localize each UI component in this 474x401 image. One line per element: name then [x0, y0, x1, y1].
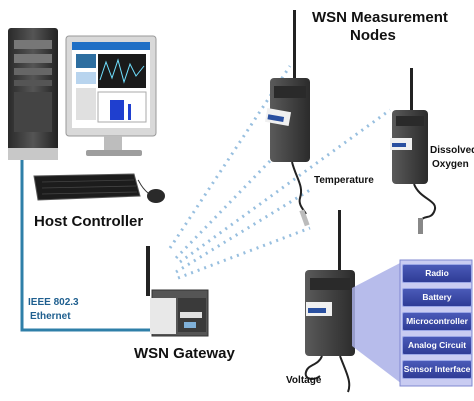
dissolved-oxygen-label: Dissolved: [430, 145, 474, 156]
temperature-label: Temperature: [314, 175, 374, 186]
dissolved-oxygen-label-line2: Oxygen: [432, 159, 469, 170]
component-radio: Radio: [402, 264, 472, 283]
temperature-node: [264, 10, 310, 227]
host-controller-label: Host Controller: [34, 213, 144, 230]
monitor: [65, 35, 157, 156]
ethernet-label-line2: Ethernet: [30, 311, 71, 322]
component-sensor-interface: Sensor Interface: [402, 360, 472, 379]
voltage-node: [304, 210, 355, 393]
wsn-nodes-title-line2: Nodes: [350, 27, 396, 44]
wsn-gateway-label: WSN Gateway: [134, 345, 235, 362]
component-battery: Battery: [402, 288, 472, 307]
ethernet-cable: [20, 160, 150, 332]
wsn-nodes-title: WSN Measurement: [312, 9, 448, 26]
voltage-label: Voltage: [286, 375, 322, 386]
keyboard-and-mouse: [33, 173, 165, 203]
component-callout: [352, 262, 402, 384]
ethernet-label: IEEE 802.3: [28, 297, 79, 308]
wsn-gateway-device: [146, 246, 209, 337]
component-microcontroller: Microcontroller: [402, 312, 472, 331]
component-analog-circuit: Analog Circuit: [402, 336, 472, 355]
dissolved-oxygen-node: [390, 68, 437, 234]
computer-tower: [8, 28, 58, 160]
